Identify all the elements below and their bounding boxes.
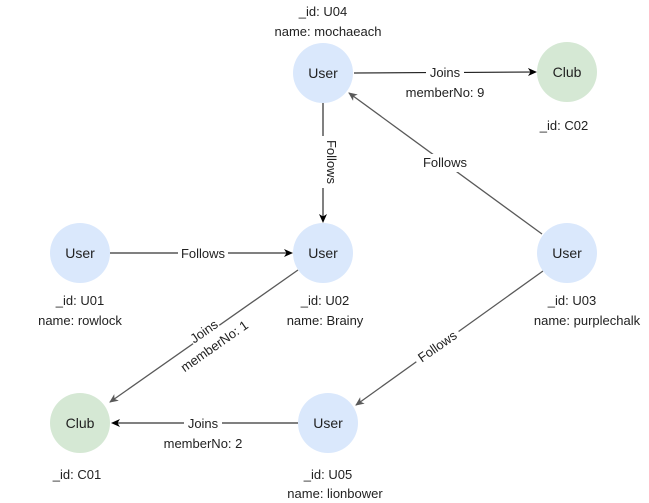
edge-u05-joins-c01: Joins memberNo: 2	[111, 415, 298, 451]
node-u05[interactable]: User _id: U05 name: lionbower	[287, 393, 383, 501]
node-id: _id: C02	[539, 118, 588, 133]
node-id: _id: U01	[55, 293, 104, 308]
node-c01[interactable]: Club _id: C01	[50, 393, 110, 482]
edge-u03-follows-u05: Follows	[355, 270, 544, 406]
edge-label: Follows	[423, 155, 468, 170]
edge-u02-joins-c01: Joins memberNo: 1	[109, 269, 299, 403]
node-u01[interactable]: User _id: U01 name: rowlock	[38, 223, 122, 328]
node-u03[interactable]: User _id: U03 name: purplechalk	[534, 223, 641, 328]
node-id: _id: U04	[298, 4, 347, 19]
node-name: name: rowlock	[38, 313, 122, 328]
node-id: _id: U02	[300, 293, 349, 308]
edge-sublabel: memberNo: 9	[406, 85, 485, 100]
edge-u04-follows-u02: Follows	[315, 103, 339, 223]
node-name: name: lionbower	[287, 486, 383, 501]
edge-sublabel: memberNo: 2	[164, 436, 243, 451]
node-name: name: purplechalk	[534, 313, 641, 328]
node-id: _id: U03	[547, 293, 596, 308]
node-u02[interactable]: User _id: U02 name: Brainy	[287, 223, 364, 328]
node-label: User	[552, 245, 582, 261]
node-label: User	[308, 245, 338, 261]
node-label: User	[308, 65, 338, 81]
edge-u04-joins-c02: Joins memberNo: 9	[353, 64, 537, 100]
edge-label: Follows	[181, 246, 226, 261]
edge-label: Follows	[324, 140, 339, 185]
node-label: Club	[553, 64, 582, 80]
node-name: name: Brainy	[287, 313, 364, 328]
node-id: _id: U05	[303, 467, 352, 482]
node-u04[interactable]: User _id: U04 name: mochaeach	[275, 4, 382, 103]
node-label: User	[65, 245, 95, 261]
edge-label: Joins	[188, 416, 219, 431]
node-name: name: mochaeach	[275, 24, 382, 39]
edge-u03-follows-u04: Follows	[348, 92, 543, 235]
edge-u01-follows-u02: Follows	[110, 245, 293, 261]
node-c02[interactable]: Club _id: C02	[537, 42, 597, 133]
node-id: _id: C01	[52, 467, 101, 482]
edge-label: Joins	[430, 65, 461, 80]
node-label: User	[313, 415, 343, 431]
node-label: Club	[66, 415, 95, 431]
